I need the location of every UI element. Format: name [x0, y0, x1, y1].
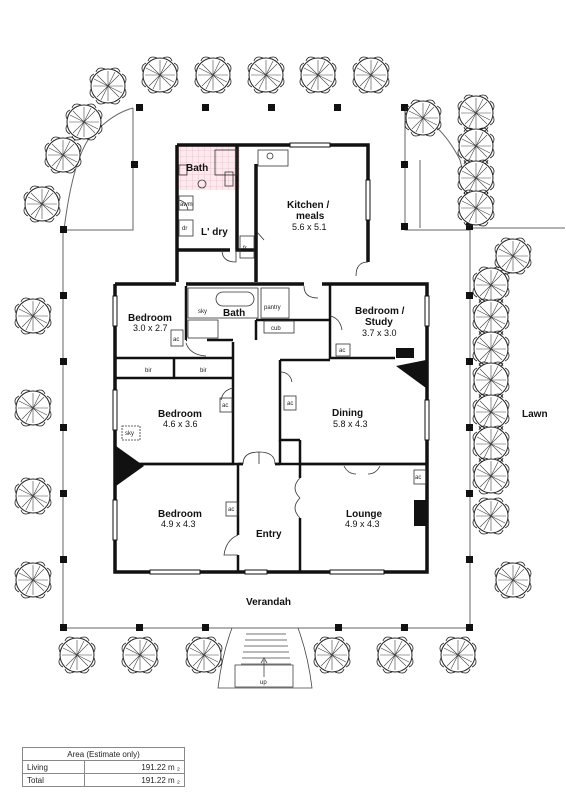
fixture-ac-bed-nw: ac — [173, 337, 179, 343]
room-bedroom-nw-dims: 3.0 x 2.7 — [133, 323, 168, 333]
room-bedroom-nw-name: Bedroom — [128, 313, 172, 324]
fireplaces — [116, 348, 426, 526]
sky-marker — [121, 425, 141, 441]
table-row: Living 191.22 m ₂ — [21, 760, 185, 774]
fixture-ac-dining: ac — [287, 401, 293, 407]
area-living-value: 191.22 m ₂ — [84, 760, 185, 774]
fixtures — [170, 149, 427, 517]
lawn-label: Lawn — [522, 409, 548, 420]
area-table: Area (Estimate only) Living 191.22 m ₂ T… — [21, 747, 185, 787]
fixture-cub: cub — [271, 326, 281, 332]
room-kitchen-name-1: Kitchen / — [287, 200, 329, 211]
bath-upper-tiles — [178, 145, 240, 190]
front-steps — [217, 627, 313, 689]
fixture-ac-bed-w: ac — [222, 403, 228, 409]
room-bath-upper-name: Bath — [186, 163, 208, 174]
fixture-ac-bed-sw: ac — [228, 507, 234, 513]
table-row: Total 191.22 m ₂ — [21, 773, 185, 787]
fixture-bir-2: bir — [200, 368, 207, 374]
fixture-sky-bath: sky — [198, 309, 207, 315]
room-bedroom-sw-dims: 4.9 x 4.3 — [161, 519, 196, 529]
fixture-fr: fr — [243, 246, 247, 252]
verandah-label: Verandah — [246, 597, 291, 608]
room-bedroom-study-name-2: Study — [365, 317, 393, 328]
room-dining-name: Dining — [332, 408, 363, 419]
fixture-awm: awm — [180, 202, 193, 208]
room-bedroom-w-dims: 4.6 x 3.6 — [163, 419, 198, 429]
windows — [112, 142, 430, 575]
fixture-ac-lounge: ac — [415, 475, 421, 481]
room-bedroom-study-name-1: Bedroom / — [355, 306, 405, 317]
area-total-label: Total — [21, 773, 86, 787]
room-bedroom-w-name: Bedroom — [158, 409, 202, 420]
steps-up-label: up — [260, 680, 267, 686]
room-entry-name: Entry — [256, 529, 282, 540]
floor-plan: up — [14, 56, 565, 689]
fixture-pantry: pantry — [264, 305, 281, 311]
verandah-posts — [60, 104, 473, 631]
area-total-value: 191.22 m ₂ — [84, 773, 185, 787]
room-kitchen-dims: 5.6 x 5.1 — [292, 222, 327, 232]
door-gaps — [187, 281, 322, 555]
fixture-sky-bed-w: sky — [125, 431, 134, 437]
room-bath-mid-name: Bath — [223, 308, 245, 319]
exterior-walls — [113, 143, 429, 574]
area-table-title: Area (Estimate only) — [22, 747, 185, 761]
room-bedroom-sw-name: Bedroom — [158, 509, 202, 520]
door-swings — [176, 199, 381, 556]
room-dining-dims: 5.8 x 4.3 — [333, 419, 368, 429]
fixture-bir-1: bir — [145, 368, 152, 374]
fixture-dr: dr — [182, 226, 187, 232]
room-laundry-name: L' dry — [201, 227, 228, 238]
fixture-ac-study: ac — [339, 348, 345, 354]
room-bedroom-study-dims: 3.7 x 3.0 — [362, 328, 397, 338]
room-lounge-name: Lounge — [346, 509, 383, 520]
area-living-label: Living — [21, 760, 86, 774]
room-kitchen-name-2: meals — [296, 211, 325, 222]
room-lounge-dims: 4.9 x 4.3 — [345, 519, 380, 529]
